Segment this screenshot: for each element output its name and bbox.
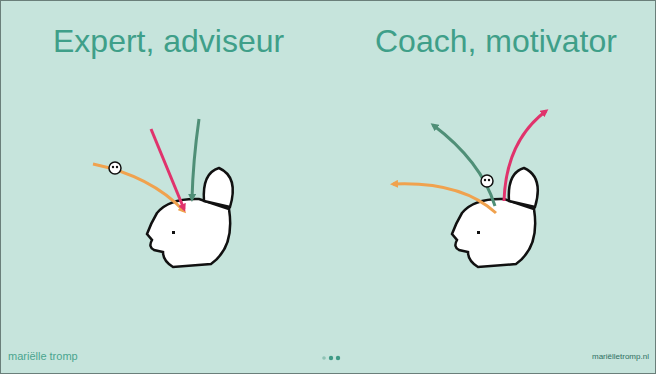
head-open	[147, 168, 233, 267]
arrow-out	[393, 184, 496, 213]
arrow-out	[504, 111, 546, 201]
idea-icon	[481, 175, 493, 187]
arrow-in	[151, 129, 184, 209]
arrow-out	[433, 125, 495, 206]
arrow-in	[93, 164, 184, 211]
arrow-in	[192, 119, 199, 199]
website-url: mariëlletromp.nl	[592, 352, 649, 361]
logo-text: mariëlle tromp	[8, 350, 78, 362]
head-open	[452, 168, 538, 267]
page-dots	[322, 356, 340, 360]
heading: Expert, adviseur	[53, 23, 284, 60]
idea-icon	[109, 162, 121, 174]
heading: Coach, motivator	[375, 23, 617, 60]
